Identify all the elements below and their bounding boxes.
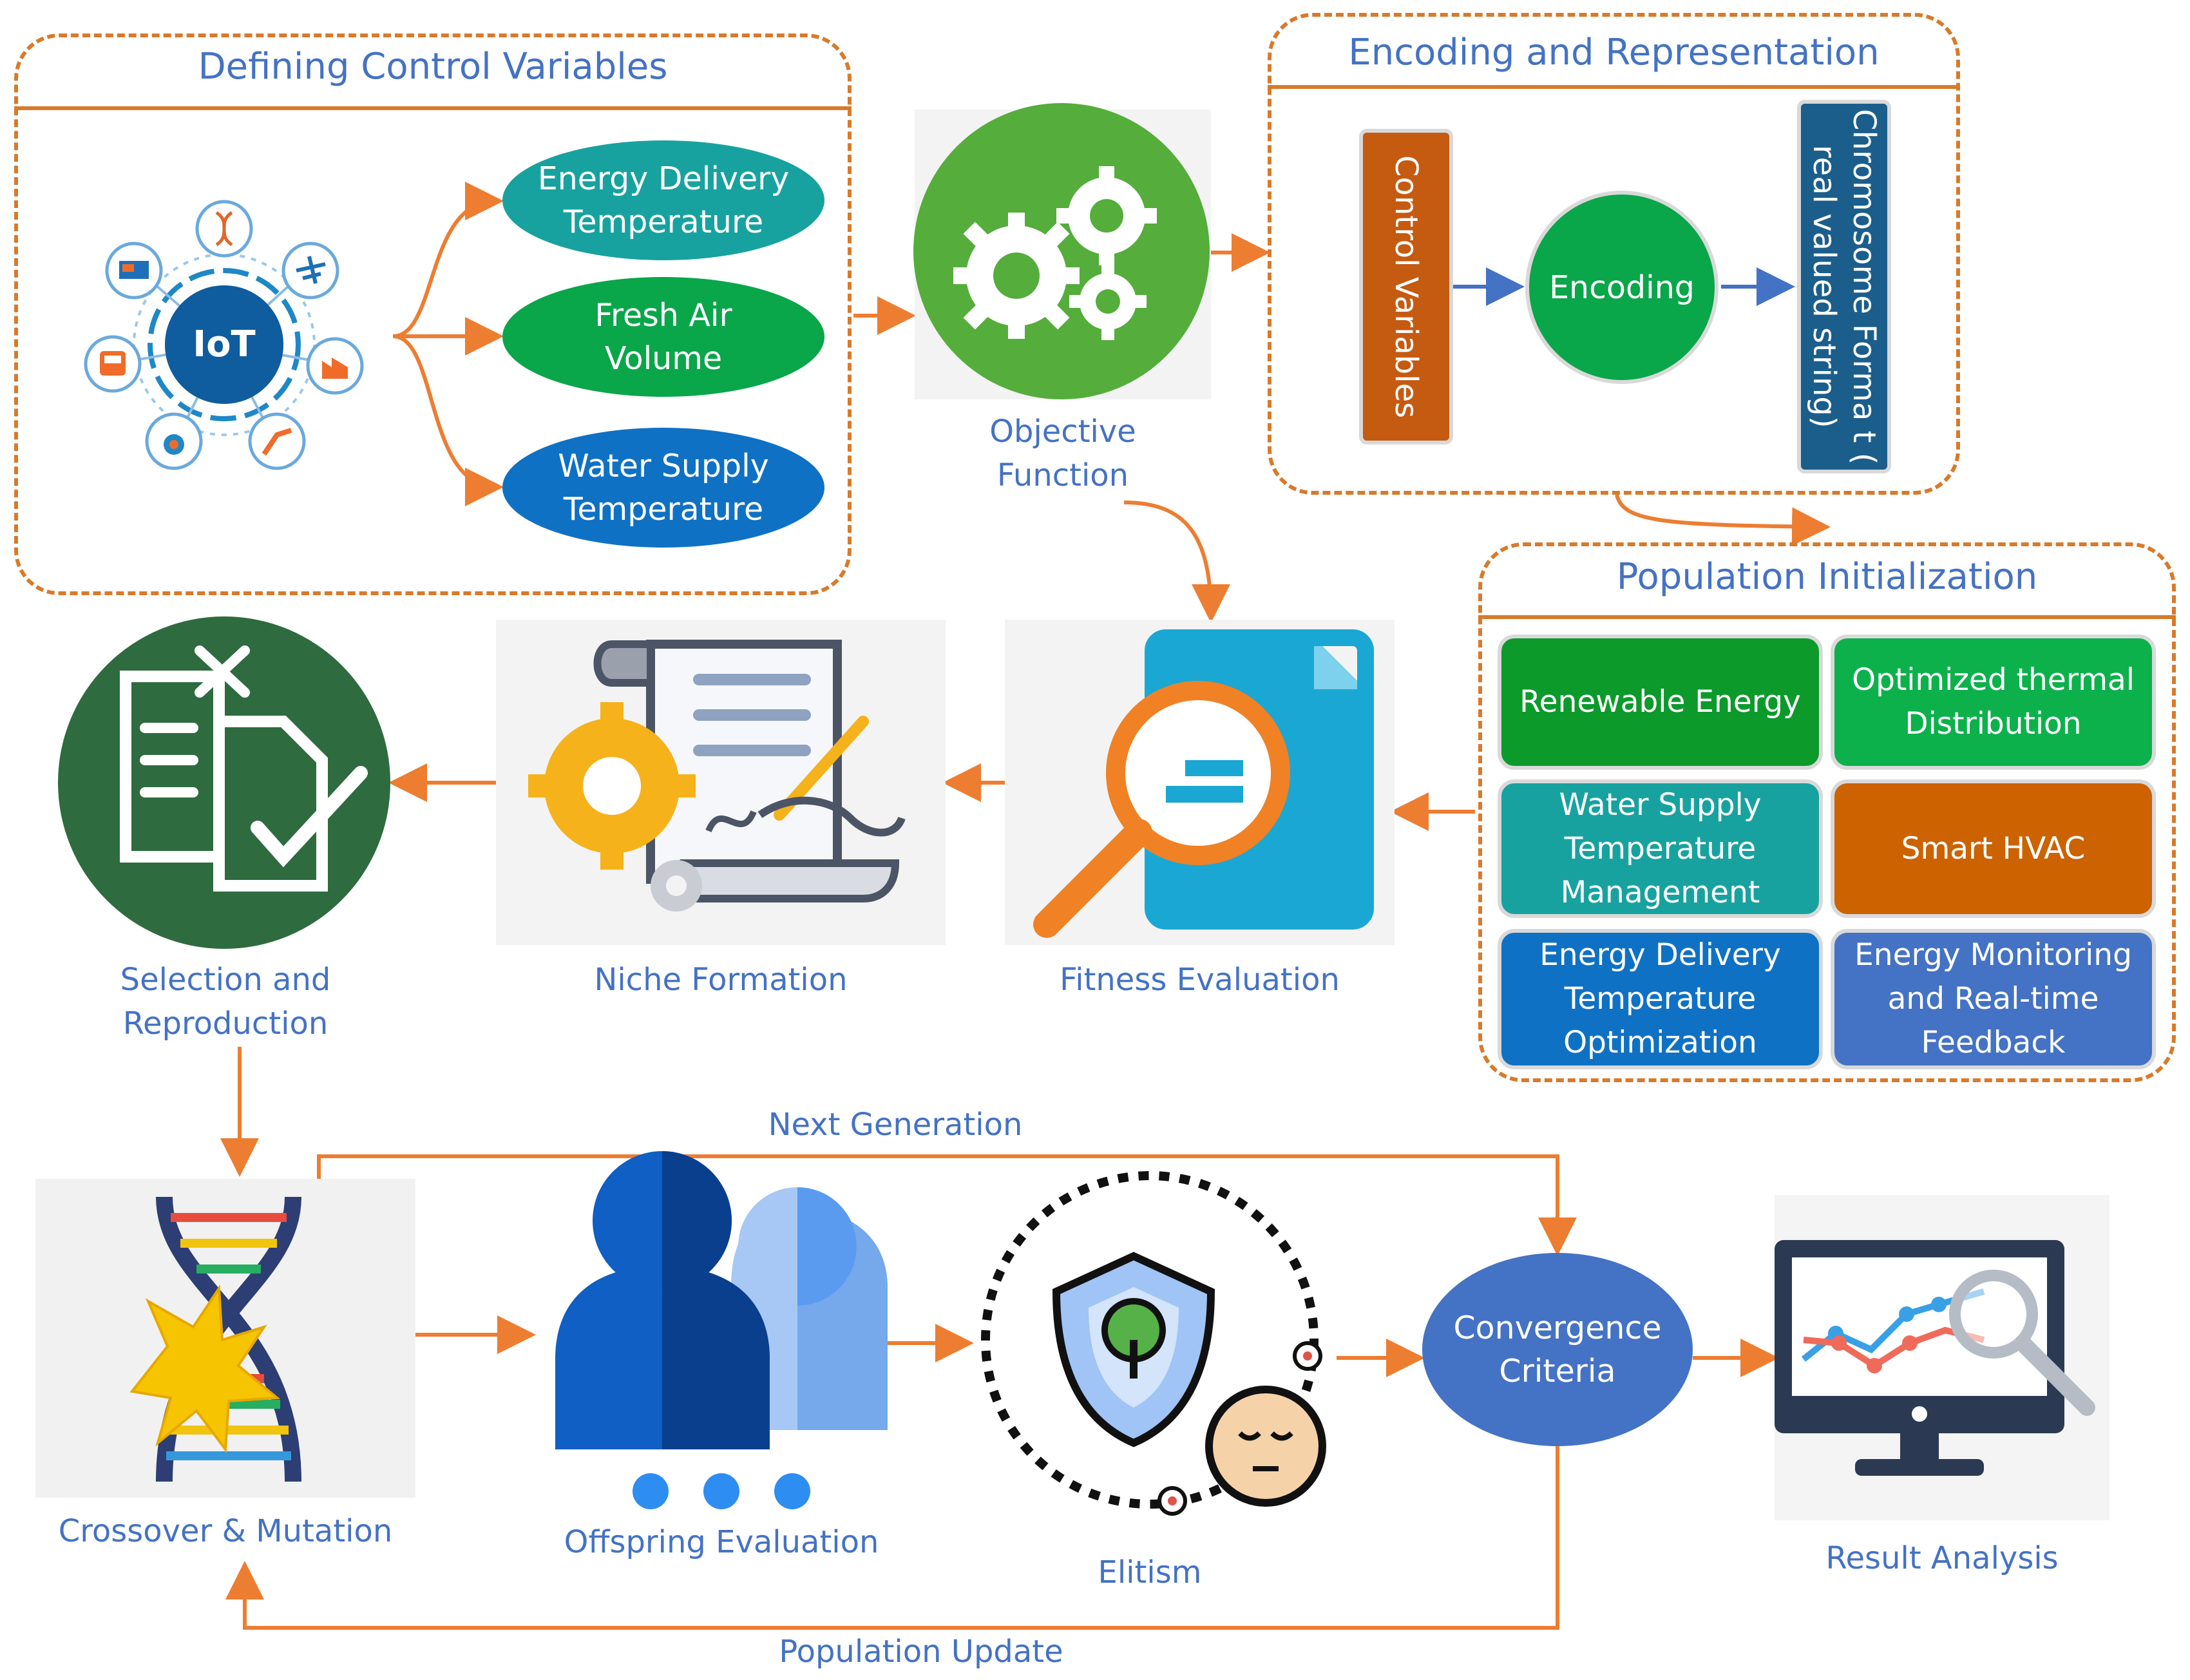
next-generation-label: Next Generation — [768, 1107, 1023, 1143]
smart-hvac-box: Smart HVAC — [1831, 779, 2156, 918]
control-variables-title: Defining Control Variables — [198, 46, 668, 88]
selection-reproduction-label: Selection and Reproduction — [120, 962, 331, 1042]
encoding-title: Encoding and Representation — [1348, 32, 1880, 73]
elitism-label: Elitism — [1098, 1554, 1202, 1590]
result-analysis-label: Result Analysis — [1825, 1540, 2059, 1576]
iot-satellite-icons — [84, 200, 364, 470]
crossover-mutation-label: Crossover & Mutation — [58, 1513, 393, 1549]
control-variables-bar: Control Variables — [1359, 129, 1453, 444]
encoding-title-divider — [1268, 85, 1960, 89]
niche-formation-label: Niche Formation — [594, 962, 848, 998]
encoding-panel — [1268, 13, 1960, 495]
control-variables-panel — [14, 33, 852, 595]
renewable-energy-box: Renewable Energy — [1498, 635, 1823, 770]
arrow-iot-to-energy-delivery — [392, 182, 504, 338]
arrow-population-update — [225, 1446, 1559, 1630]
population-update-label: Population Update — [779, 1634, 1063, 1670]
fitness-evaluation-label: Fitness Evaluation — [1060, 962, 1340, 998]
population-title-divider — [1478, 615, 2176, 619]
offspring-evaluation-label: Offspring Evaluation — [564, 1524, 879, 1560]
objective-function-label: Objective Function — [989, 414, 1136, 493]
arrow-iot-to-water-supply — [392, 334, 504, 506]
arrow-objective-to-fitness — [1123, 501, 1230, 623]
encoding-circle: Encoding — [1525, 191, 1719, 384]
population-panel — [1478, 542, 2176, 1082]
iot-center-badge: IoT — [193, 323, 256, 365]
population-title: Population Initialization — [1616, 556, 2038, 598]
arrow-encoding-to-population — [1615, 494, 1831, 546]
control-variables-title-divider — [14, 106, 852, 110]
chromosome-format-bar: Chromosome Forma t ( real valued string) — [1797, 100, 1891, 473]
arrow-next-generation — [317, 1154, 1577, 1256]
